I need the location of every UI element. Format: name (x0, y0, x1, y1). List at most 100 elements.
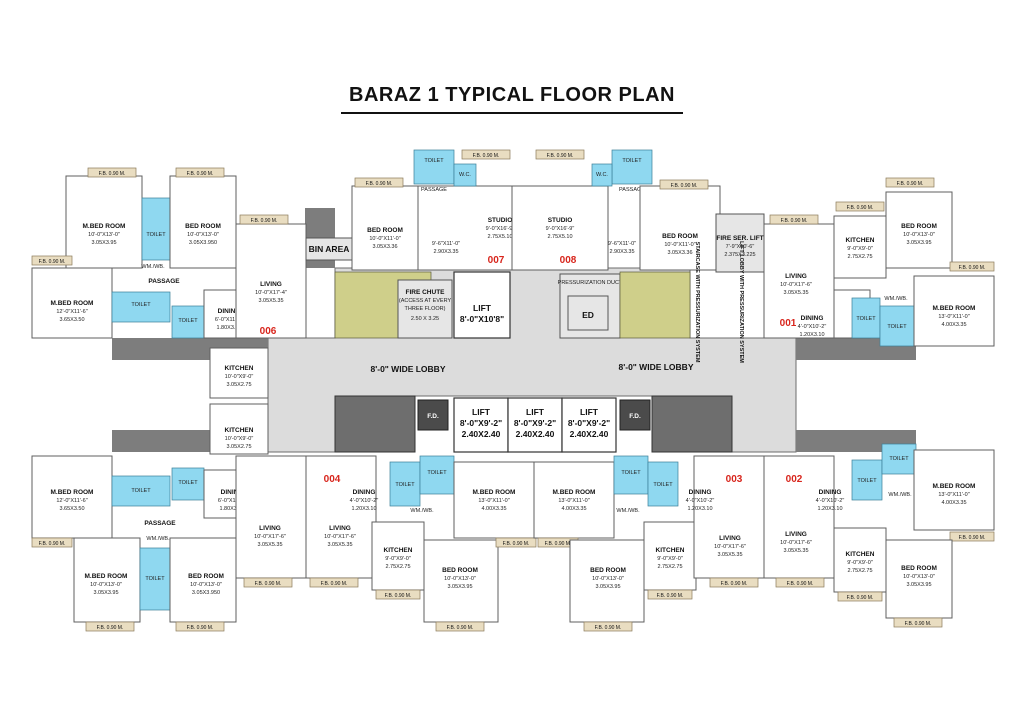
label-fd: F.D. (629, 413, 641, 420)
label-toilet: TOILET (131, 302, 151, 308)
label-fb: F.B. 0.90 M. (671, 183, 698, 189)
label-dim: 3.05X3.95 (91, 240, 116, 246)
shaft-south-east (651, 395, 733, 453)
label-fb: F.B. 0.90 M. (905, 621, 932, 627)
label-dim: 4.00X3.35 (941, 322, 966, 328)
label-dim: 3.05X3.95 (595, 584, 620, 590)
label-lift-dim: 8'-0"X9'-2" (568, 418, 610, 428)
toilet-003b (647, 461, 679, 507)
label-dim: 10'-0"X11'-0" (369, 236, 400, 242)
toilet-004b (419, 455, 455, 495)
label-dim: 4.00X3.35 (561, 506, 586, 512)
label-fb: F.B. 0.90 M. (503, 541, 530, 547)
label-dim: 4'-0"X10'-2" (686, 498, 715, 504)
label-fb: F.B. 0.90 M. (657, 593, 684, 599)
label-dim: 1.80X3.35 (219, 506, 244, 512)
label-dim: 9'-0"X16'-9" (486, 226, 515, 232)
label-dim: 10'-0"X17'-4" (255, 290, 287, 296)
label-fb: F.B. 0.90 M. (447, 625, 474, 631)
label-fd: F.D. (427, 413, 439, 420)
label-dim: 3.05X3.95 (93, 590, 118, 596)
label-dim: 12'-0"X11'-6" (56, 309, 87, 315)
label-room: STUDIO (548, 217, 573, 224)
label-toilet: TOILET (887, 324, 907, 330)
balcony (949, 531, 995, 542)
label-dim: 9'-6"X11'-0" (608, 241, 636, 247)
label-fb: F.B. 0.90 M. (787, 581, 814, 587)
label-dim: 10'-0"X11'-0" (664, 242, 695, 248)
toilet-006c (171, 305, 205, 339)
balcony (647, 589, 693, 600)
balcony (495, 537, 537, 548)
label-lift: LIFT (526, 407, 545, 417)
label-dim: 2.90X3.35 (609, 249, 634, 255)
label-dim: 3.05X5.35 (783, 548, 808, 554)
label-dim: 3.05X3.950 (189, 240, 217, 246)
label-room: DINING (819, 489, 842, 496)
lift-main (453, 271, 511, 339)
fire-duct-west (417, 399, 449, 431)
label-passage: PASSAGE (421, 187, 447, 193)
label-dim: 3.05X2.75 (226, 444, 251, 450)
label-wmwb: WM./WB. (884, 296, 908, 302)
label-toilet: TOILET (424, 158, 444, 164)
label-room: KITCHEN (225, 427, 254, 434)
label-fire-lift: FIRE SER. LIFT (716, 235, 763, 242)
lift-2 (507, 397, 563, 453)
label-room: M.BED ROOM (473, 489, 516, 496)
label-dim: 3.05X3.36 (372, 244, 397, 250)
label-dim: 9'-0"X9'-0" (847, 246, 873, 252)
wc-007 (453, 163, 477, 187)
toilet-003a (613, 455, 649, 495)
label-room: M.BED ROOM (51, 489, 94, 496)
label-dim: 13'-0"X11'-0" (558, 498, 589, 504)
balcony (243, 577, 293, 588)
label-room: BED ROOM (188, 573, 224, 580)
label-dim: 4.00X3.35 (941, 500, 966, 506)
toilet-008 (611, 149, 653, 185)
label-dim: 9'-0"X9'-0" (385, 556, 411, 562)
label-room: KITCHEN (846, 237, 875, 244)
room-bed-002 (885, 539, 953, 619)
room-living-005 (235, 455, 307, 579)
label-room: STUDIO (488, 217, 513, 224)
room-m-bed-004 (453, 461, 535, 539)
balcony (85, 621, 135, 632)
label-fb: F.B. 0.90 M. (781, 218, 808, 224)
label-passage: PASSAGE (619, 187, 645, 193)
label-room: BED ROOM (442, 567, 478, 574)
label-duct: PRESSURIZATION DUCT (558, 280, 623, 286)
label-dim: 3.05X5.35 (258, 298, 283, 304)
label-dim: 10'-0"X9'-0" (225, 374, 254, 380)
room-living-003 (693, 455, 765, 579)
label-lift: LIFT (473, 303, 492, 313)
label-dim: 3.05X5.35 (783, 290, 808, 296)
label-dim: 1.20X3.10 (351, 506, 376, 512)
label-room: DINING (221, 489, 244, 496)
label-toilet: TOILET (145, 576, 165, 582)
label-wc: W.C. (596, 172, 608, 178)
label-room: LIVING (785, 531, 807, 538)
balcony (175, 621, 225, 632)
label-dim: 2.50 X 3.25 (411, 316, 439, 322)
electrical-duct (567, 295, 609, 331)
label-fb: F.B. 0.90 M. (847, 595, 874, 601)
room-living-002 (763, 455, 835, 579)
room-kitchen-001 (833, 215, 887, 279)
balcony (535, 149, 585, 160)
toilet-001a (851, 297, 881, 339)
label-passage: PASSAGE (148, 278, 180, 285)
label-room: BED ROOM (185, 223, 221, 230)
label-toilet: TOILET (857, 478, 877, 484)
label-room: DINING (689, 489, 712, 496)
label-room: BED ROOM (901, 223, 937, 230)
label-wc: W.C. (459, 172, 471, 178)
label-dim: 13'-0"X11'-0" (938, 492, 969, 498)
label-dim: 1.20X3.10 (817, 506, 842, 512)
balcony (885, 177, 935, 188)
room-living-006 (235, 223, 307, 339)
flat-number-006: 006 (260, 326, 277, 337)
balcony (461, 149, 511, 160)
balcony (239, 214, 289, 225)
